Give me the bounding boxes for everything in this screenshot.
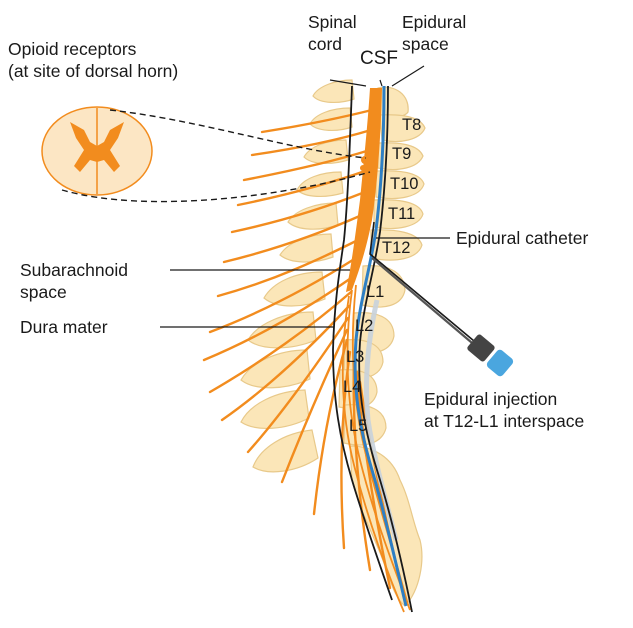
spinous-process-10	[241, 390, 309, 428]
spinal-cord-label-1: Spinal	[308, 12, 357, 32]
spinous-process-3	[304, 140, 348, 163]
opioid-label-2: (at site of dorsal horn)	[8, 61, 178, 81]
vertebra-label-l3: L3	[346, 348, 364, 366]
injection-label-1: Epidural injection	[424, 389, 557, 409]
subarachnoid-label-1: Subarachnoid	[20, 260, 128, 280]
vertebra-label-l1: L1	[366, 283, 384, 301]
vertebra-label-l4: L4	[343, 378, 361, 396]
subarachnoid-label-2: space	[20, 282, 67, 302]
vertebra-label-t10: T10	[390, 175, 418, 193]
injection-label-2: at T12-L1 interspace	[424, 411, 584, 431]
cord-cross-section	[42, 107, 152, 195]
epidural-space-label-2: space	[402, 34, 449, 54]
dura-mater-label: Dura mater	[20, 317, 108, 337]
vertebra-label-t11: T11	[388, 205, 415, 223]
csf-label: CSF	[360, 48, 398, 69]
epidural-space-label-1: Epidural	[402, 12, 466, 32]
vertebra-label-t12: T12	[382, 239, 410, 257]
vertebra-label-l5: L5	[349, 417, 367, 435]
vertebra-label-t8: T8	[402, 116, 421, 134]
vertebra-label-l2: L2	[355, 317, 373, 335]
spinal-cord-label-2: cord	[308, 34, 342, 54]
epidural-catheter-label: Epidural catheter	[456, 228, 588, 248]
opioid-label-1: Opioid receptors	[8, 39, 137, 59]
vertebra-label-t9: T9	[392, 145, 411, 163]
